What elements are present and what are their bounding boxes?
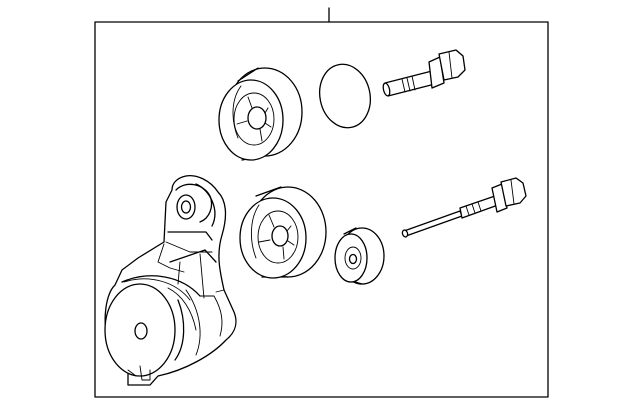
belt-tensioner[interactable] bbox=[104, 174, 237, 386]
dust-cap-upper[interactable] bbox=[314, 60, 376, 133]
flange-bolt-short[interactable] bbox=[382, 49, 466, 97]
flange-bolt-long[interactable] bbox=[401, 177, 527, 238]
idler-pulley-upper[interactable] bbox=[218, 67, 303, 161]
diagram-frame bbox=[94, 21, 549, 398]
idler-pulley-lower[interactable] bbox=[239, 186, 327, 279]
dust-cap-lower[interactable] bbox=[334, 227, 385, 285]
